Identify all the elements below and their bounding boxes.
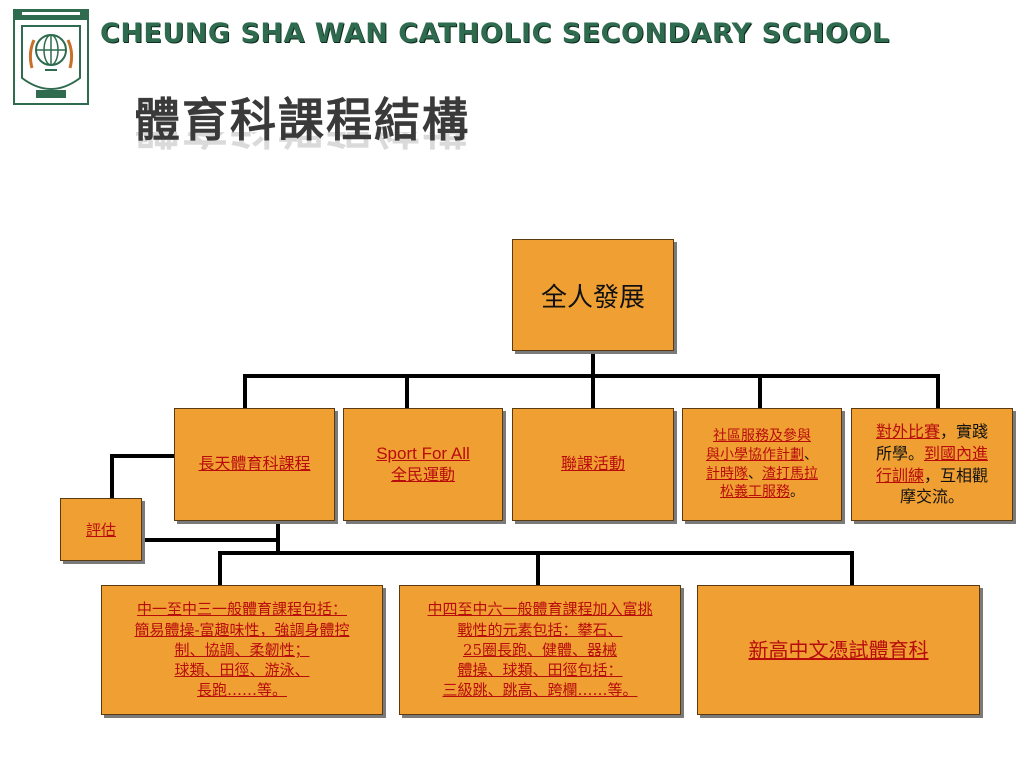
node-senior-pe[interactable]: 中四至中六一般體育課程加入富挑 戰性的元素包括：攀石、 25圈長跑、健體、器械 … — [399, 585, 681, 715]
service-timing[interactable]: 計時隊 — [706, 465, 748, 482]
node-sport-en[interactable]: Sport For All — [376, 444, 470, 464]
comp-text-2: 所學。 — [875, 443, 924, 463]
node-service[interactable]: 社區服務及參與 與小學協作計劃、 計時隊、渣打馬拉 松義工服務。 — [682, 408, 842, 521]
comp-text-4: 摩交流。 — [899, 487, 964, 507]
node-ecas-label[interactable]: 聯課活動 — [560, 454, 625, 474]
service-sep-2: 、 — [748, 465, 762, 482]
service-line-2[interactable]: 與小學協作計劃 — [706, 446, 804, 463]
service-marathon-1[interactable]: 渣打馬拉 — [762, 465, 818, 482]
senior-line-3[interactable]: 25圈長跑、健體、器械 — [462, 640, 618, 659]
junior-line-3[interactable]: 制、協調、柔韌性； — [174, 640, 310, 659]
service-line-1[interactable]: 社區服務及參與 — [713, 427, 811, 444]
node-competitions[interactable]: 對外比賽，實踐 所學。到國內進 行訓練，互相觀 摩交流。 — [851, 408, 1013, 521]
node-sport-zh[interactable]: 全民運動 — [390, 465, 455, 485]
node-ecas[interactable]: 聯課活動 — [512, 408, 674, 521]
service-end: 。 — [790, 484, 804, 501]
page-title: 體育科課程結構 — [134, 93, 470, 147]
junior-line-1[interactable]: 中一至中三一般體育課程包括： — [136, 600, 347, 619]
node-curriculum-label[interactable]: 長天體育科課程 — [198, 454, 311, 474]
service-sep-1: 、 — [804, 446, 818, 463]
node-dse-pe[interactable]: 新高中文憑試體育科 — [697, 585, 980, 715]
comp-mainland-2[interactable]: 行訓練 — [875, 465, 924, 485]
root-node-label: 全人發展 — [540, 282, 645, 313]
junior-line-5[interactable]: 長跑……等。 — [196, 681, 287, 700]
service-marathon-2[interactable]: 松義工服務 — [720, 484, 790, 501]
node-assessment[interactable]: 評估 — [60, 498, 142, 561]
comp-text-1: ，實踐 — [940, 422, 989, 442]
comp-external[interactable]: 對外比賽 — [875, 422, 940, 442]
junior-line-4[interactable]: 球類、田徑、游泳、 — [174, 661, 310, 680]
senior-line-5[interactable]: 三級跳、跳高、跨欄……等。 — [442, 681, 638, 700]
senior-line-4[interactable]: 體操、球類、田徑包括： — [457, 661, 623, 680]
senior-line-1[interactable]: 中四至中六一般體育課程加入富挑 — [427, 600, 653, 619]
node-assessment-label[interactable]: 評估 — [85, 521, 116, 539]
junior-line-2[interactable]: 簡易體操-富趣味性，強調身體控 — [134, 620, 350, 639]
school-name: CHEUNG SHA WAN CATHOLIC SECONDARY SCHOOL — [100, 18, 890, 49]
node-dse-pe-label[interactable]: 新高中文憑試體育科 — [748, 637, 929, 662]
root-node: 全人發展 — [512, 239, 674, 351]
comp-mainland-1[interactable]: 到國內進 — [924, 443, 989, 463]
node-sport-for-all[interactable]: Sport For All 全民運動 — [343, 408, 503, 521]
senior-line-2[interactable]: 戰性的元素包括：攀石、 — [457, 620, 623, 639]
node-junior-pe[interactable]: 中一至中三一般體育課程包括： 簡易體操-富趣味性，強調身體控 制、協調、柔韌性；… — [101, 585, 383, 715]
node-curriculum[interactable]: 長天體育科課程 — [174, 408, 335, 521]
school-crest-icon — [12, 8, 90, 106]
comp-text-3: ，互相觀 — [924, 465, 989, 485]
